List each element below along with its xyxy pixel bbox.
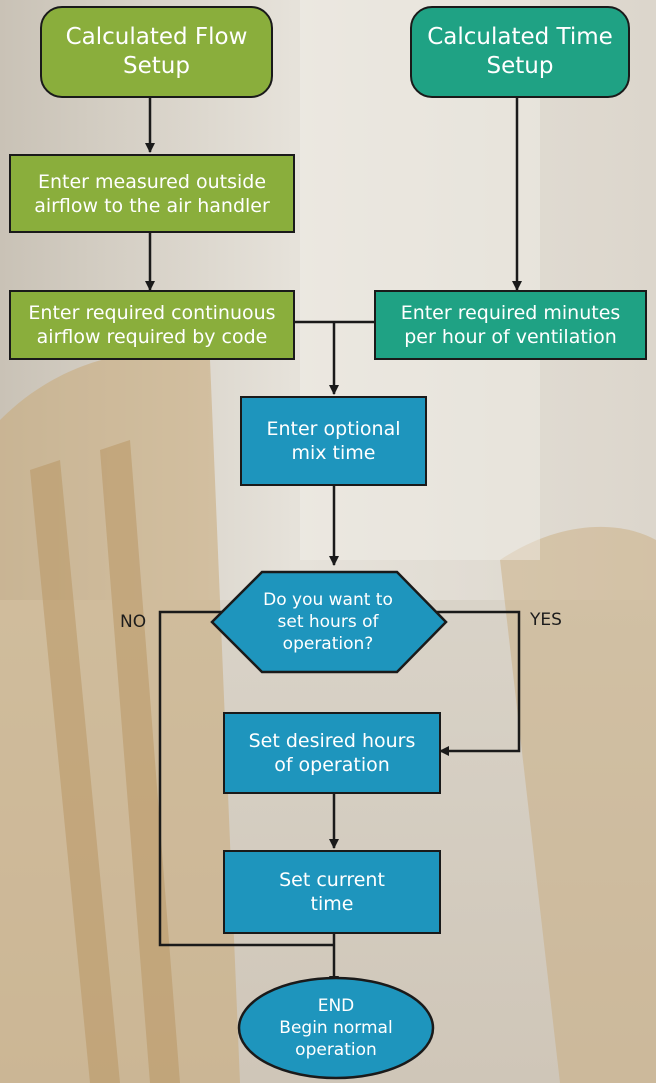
yes-branch-label: YES	[530, 610, 562, 630]
no-branch-label: NO	[120, 612, 147, 632]
required-minutes-node: Enter required minutes per hour of venti…	[374, 290, 647, 360]
decision-text: Do you want to set hours of operation?	[263, 590, 393, 654]
calculated-flow-setup-node: Calculated Flow Setup	[40, 6, 273, 98]
end-node-text: END Begin normal operation	[279, 996, 393, 1060]
desired-hours-node: Set desired hours of operation	[223, 712, 441, 794]
measured-airflow-node: Enter measured outside airflow to the ai…	[9, 154, 295, 233]
required-airflow-node: Enter required continuous airflow requir…	[9, 290, 295, 360]
calculated-time-setup-node: Calculated Time Setup	[410, 6, 630, 98]
optional-mix-time-node: Enter optional mix time	[240, 396, 427, 486]
current-time-node: Set current time	[223, 850, 441, 934]
